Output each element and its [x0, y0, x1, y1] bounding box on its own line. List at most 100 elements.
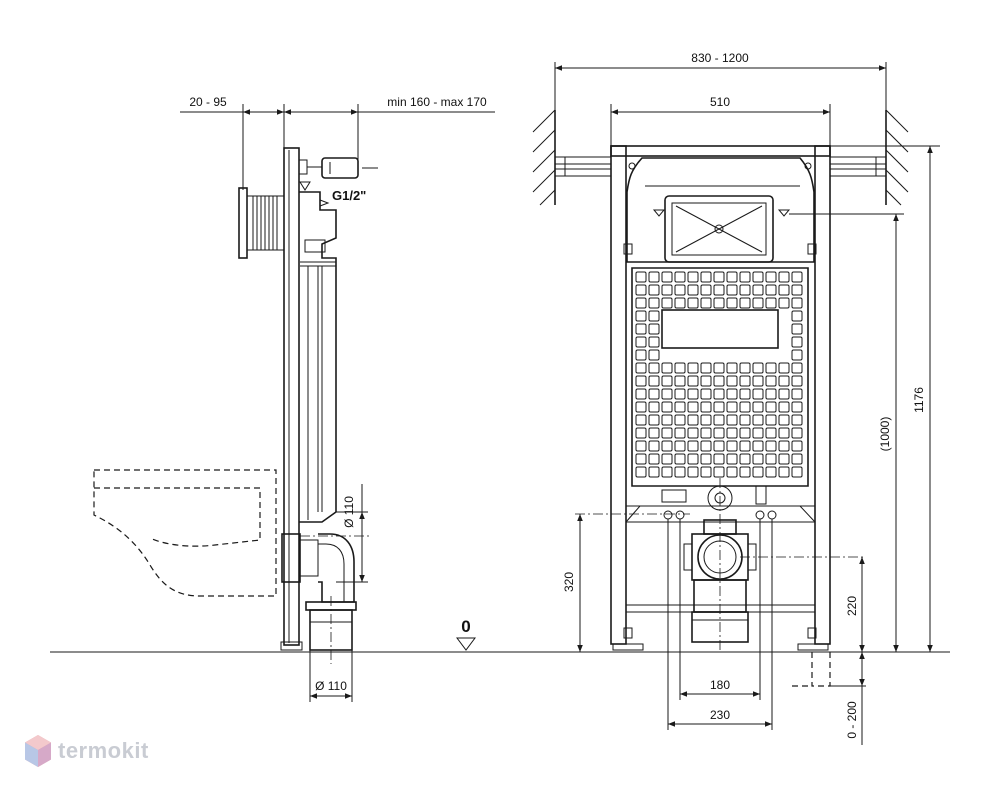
grid-cell	[674, 362, 686, 374]
drain-elbow	[281, 533, 357, 651]
grid-cell	[661, 401, 673, 413]
grid-cell	[765, 388, 777, 400]
dim-top-left: 20 - 95	[180, 95, 285, 190]
grid-cell	[700, 284, 712, 296]
grid-cell	[713, 362, 725, 374]
grid-cell	[661, 414, 673, 426]
grid-cell	[739, 414, 751, 426]
grid-cell	[726, 284, 738, 296]
dim-overall-width: 830 - 1200	[554, 51, 887, 110]
grid-cell	[648, 297, 660, 309]
grid-cell	[661, 453, 673, 465]
grid-cell	[674, 440, 686, 452]
grid-cell	[648, 310, 660, 322]
grid-cell	[752, 466, 764, 478]
brand-logo-icon	[25, 735, 51, 767]
grid-cell	[661, 284, 673, 296]
grid-cell	[739, 271, 751, 283]
grid-cell	[635, 414, 647, 426]
flush-plate	[664, 195, 774, 263]
grid-cell	[778, 362, 790, 374]
installation-frame	[610, 145, 831, 651]
grid-cell	[778, 466, 790, 478]
grid-cell	[674, 297, 686, 309]
grid-cell	[674, 271, 686, 283]
grid-cell	[752, 414, 764, 426]
grid-cell	[752, 453, 764, 465]
grid-cell	[687, 466, 699, 478]
grid-cell	[674, 466, 686, 478]
grid-cell	[661, 427, 673, 439]
grid-cell	[752, 427, 764, 439]
grid-cell	[765, 401, 777, 413]
grid-cell	[791, 414, 803, 426]
grid-cell	[687, 375, 699, 387]
grid-cell	[648, 427, 660, 439]
grid-cell	[778, 453, 790, 465]
dim-height-total-label: 1176	[912, 387, 926, 413]
grid-cell	[674, 375, 686, 387]
grid-cell	[700, 375, 712, 387]
grid-cell	[778, 414, 790, 426]
grid-cell	[765, 466, 777, 478]
grid-cell	[765, 375, 777, 387]
grid-cell	[661, 440, 673, 452]
grid-cell	[674, 453, 686, 465]
grid-cell	[674, 284, 686, 296]
grid-cell	[726, 427, 738, 439]
grid-cell	[726, 388, 738, 400]
dim-inner-spacing-label: 180	[710, 678, 730, 692]
grid-cell	[674, 414, 686, 426]
grid-cell	[713, 388, 725, 400]
grid-cell	[661, 466, 673, 478]
dim-frame-width: 510	[610, 95, 831, 146]
dim-top-left-label: 20 - 95	[189, 95, 227, 109]
grid-cell	[635, 388, 647, 400]
grid-cell	[739, 427, 751, 439]
grid-cell	[635, 466, 647, 478]
grid-cell	[648, 466, 660, 478]
grid-cell	[635, 284, 647, 296]
grid-cell	[687, 271, 699, 283]
grid-cell	[791, 297, 803, 309]
grid-cell	[687, 284, 699, 296]
grid-cell	[661, 388, 673, 400]
grid-cell	[661, 297, 673, 309]
grid-cell	[648, 375, 660, 387]
dim-outer-spacing-label: 230	[710, 708, 730, 722]
grid-cell	[726, 453, 738, 465]
grid-cell	[778, 388, 790, 400]
grid-cell	[635, 323, 647, 335]
brand-name: termokit	[58, 738, 149, 763]
grid-cell	[765, 440, 777, 452]
grid-cell	[739, 284, 751, 296]
grid-cell	[648, 271, 660, 283]
grid-cell	[791, 323, 803, 335]
grid-cell	[661, 271, 673, 283]
grid-cell	[648, 362, 660, 374]
grid-cell	[661, 362, 673, 374]
grid-cell	[700, 401, 712, 413]
dim-outer-spacing: 230	[667, 600, 773, 730]
grid-cell	[765, 453, 777, 465]
grid-cell	[726, 401, 738, 413]
grid-cell	[687, 427, 699, 439]
grid-cell	[700, 388, 712, 400]
dim-pipe-lower: Ø 110	[309, 650, 353, 702]
grid-cell	[791, 427, 803, 439]
rear-connector	[238, 187, 285, 259]
grid-cell	[791, 388, 803, 400]
grid-cell	[674, 401, 686, 413]
grid-cell	[752, 271, 764, 283]
grid-cell	[648, 284, 660, 296]
dim-overall-width-label: 830 - 1200	[691, 51, 749, 65]
grid-cell	[674, 388, 686, 400]
grid-cell	[687, 440, 699, 452]
grid-cell	[648, 440, 660, 452]
grid-cell	[726, 297, 738, 309]
grid-cell	[700, 414, 712, 426]
grid-cell	[648, 323, 660, 335]
grid-cell	[687, 414, 699, 426]
grid-cell	[752, 375, 764, 387]
side-view: 20 - 95 min 160 - max 170 G1/2"	[93, 95, 495, 702]
